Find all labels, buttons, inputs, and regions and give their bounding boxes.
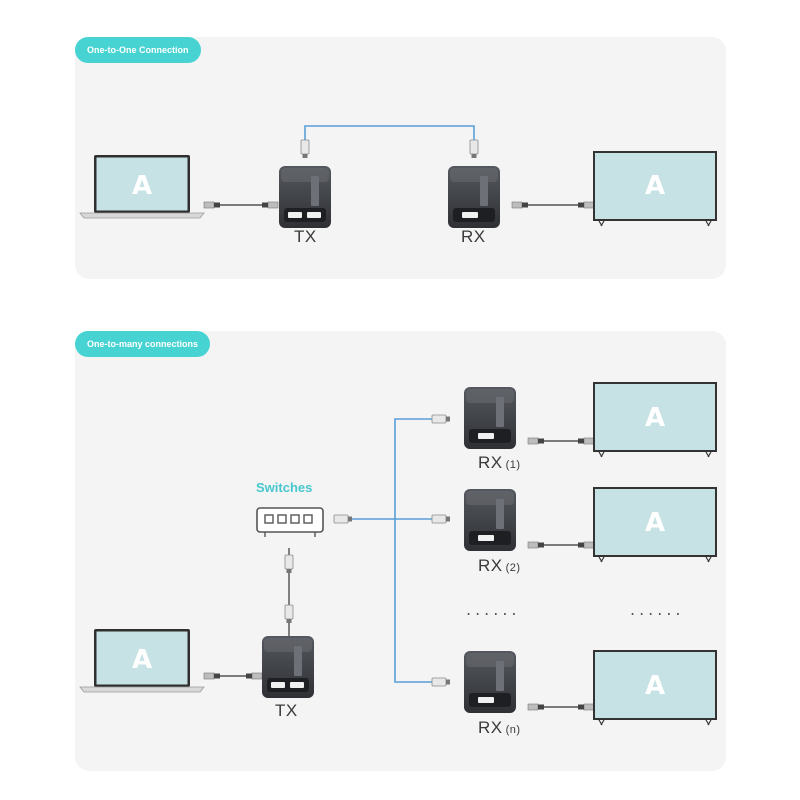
rx-label-text: RX [478, 718, 503, 737]
rx-2-label: RX(2) [478, 556, 521, 576]
screen-letter: A [132, 171, 152, 201]
more-receivers-ellipsis: ...... [466, 600, 521, 619]
rx-device-icon [464, 651, 516, 713]
rx-device-icon [464, 387, 516, 449]
rx-index: (1) [505, 459, 521, 471]
screen-letter: A [645, 508, 665, 538]
screen-letter: A [645, 403, 665, 433]
rx-1-label: RX(1) [478, 453, 521, 473]
screen-letter: A [645, 671, 665, 701]
network-switch-icon [256, 507, 324, 537]
more-displays-ellipsis: ...... [630, 600, 685, 619]
tx-label: TX [294, 227, 317, 246]
screen-letter: A [132, 645, 152, 675]
rx-label-text: RX [478, 556, 503, 575]
screen-letter: A [645, 171, 665, 201]
rx-label-text: RX [478, 453, 503, 472]
section-title-one-to-one: One-to-One Connection [75, 37, 201, 63]
rx-index: (n) [505, 724, 521, 736]
tx-label: TX [275, 701, 298, 720]
rx-index: (2) [505, 562, 521, 574]
rx-label: RX [461, 227, 486, 246]
switches-label: Switches [256, 480, 313, 495]
rx-n-label: RX(n) [478, 718, 521, 738]
rx-device-icon [464, 489, 516, 551]
tx-device-icon [279, 166, 331, 228]
rx-device-icon [448, 166, 500, 228]
tx-device-icon [262, 636, 314, 698]
section-title-one-to-many: One-to-many connections [75, 331, 211, 357]
